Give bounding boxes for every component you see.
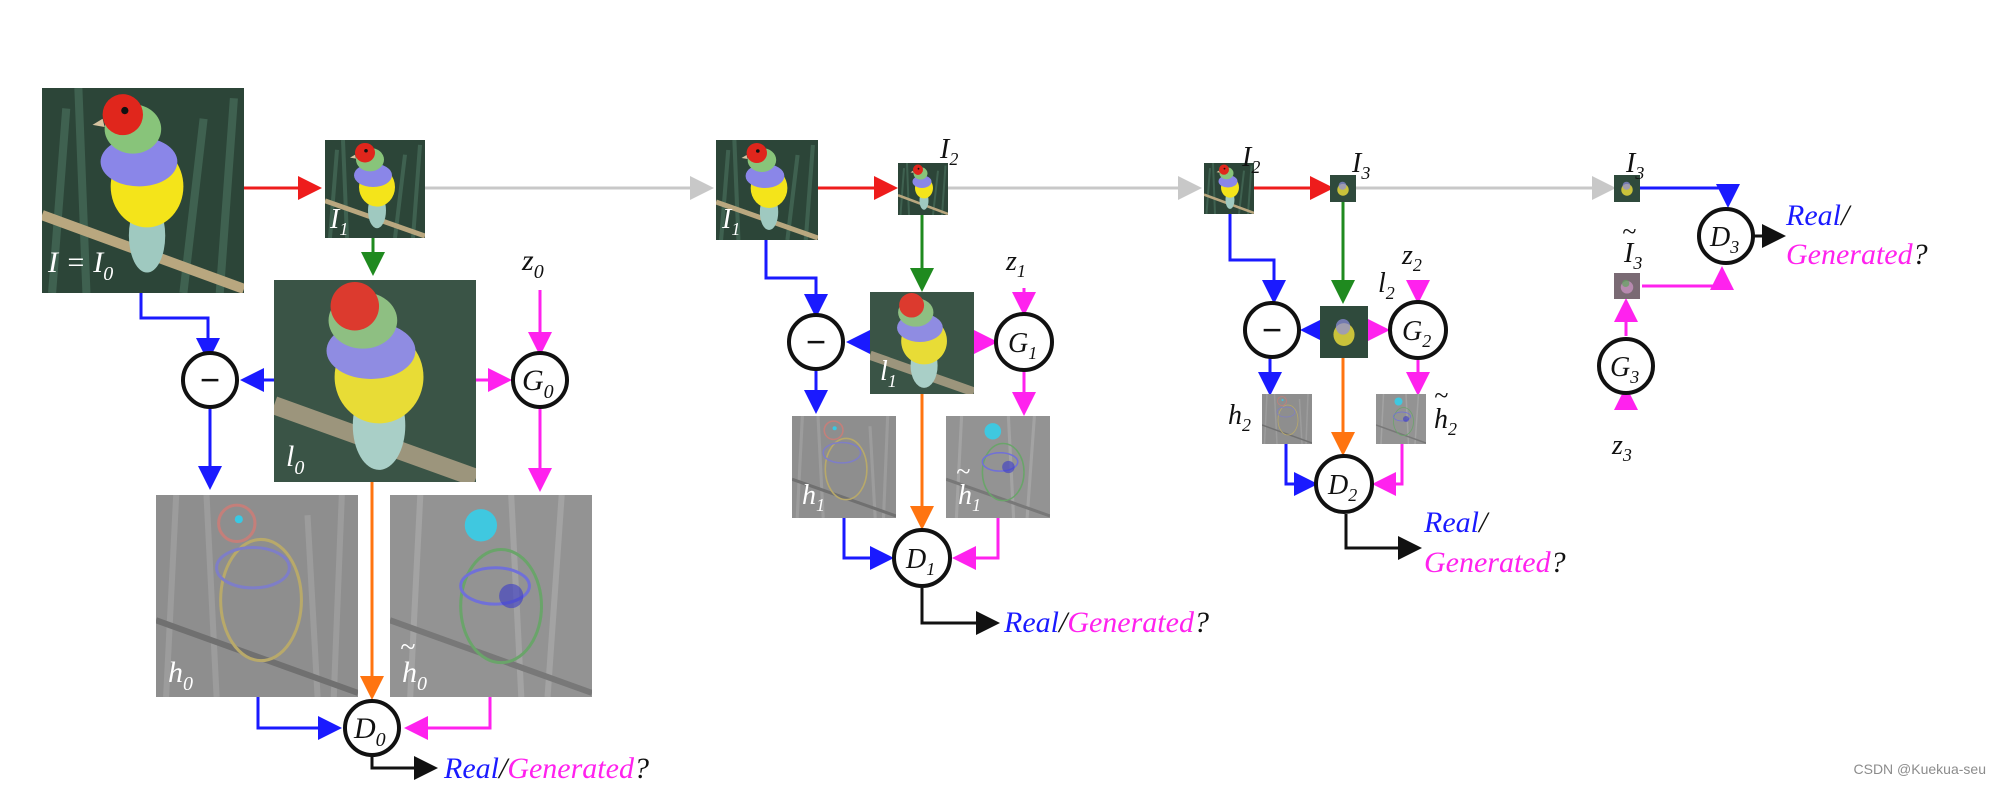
- discriminator-node-d0: [343, 699, 401, 757]
- minus-sign-0: −: [200, 360, 221, 400]
- image-h0: [156, 495, 358, 697]
- image-i2: [898, 163, 948, 215]
- label-h2: h2: [1228, 400, 1251, 435]
- output-label-2-real: Real/: [1423, 506, 1490, 539]
- label-h1: h1: [802, 480, 825, 515]
- arrow-h1tilde-to-d1: [952, 518, 1000, 570]
- label-i2: I2: [939, 134, 958, 169]
- label-d1: D1: [905, 544, 935, 579]
- images: [42, 88, 1640, 697]
- label-g1: G1: [1008, 328, 1037, 363]
- arrow-i3-to-d3: [1640, 184, 1740, 208]
- image-h2: [1262, 394, 1312, 444]
- label-h0-tilde-mark: ~: [400, 632, 415, 663]
- watermark: CSDN @Kuekua-seu: [1853, 761, 1987, 777]
- generator-node-g2: [1388, 300, 1448, 360]
- discriminator-node-d1: [892, 528, 952, 588]
- arrow-i1-to-minus1: [764, 240, 828, 318]
- minus-node-0: [181, 351, 239, 409]
- label-z1: z1: [1005, 246, 1026, 281]
- arrow-i2-to-minus2: [1228, 214, 1286, 304]
- output-label-3-real: Real/: [1785, 199, 1852, 232]
- output-label-2-generated: Generated?: [1424, 546, 1566, 579]
- discriminator-node-d2: [1314, 454, 1374, 514]
- label-d3: D3: [1709, 222, 1739, 257]
- generator-node-g1: [994, 312, 1054, 372]
- label-i3-copy: I3: [1625, 148, 1644, 183]
- output-label-3-generated: Generated?: [1786, 238, 1928, 271]
- label-d0: D0: [353, 712, 386, 751]
- arrow-h2-to-d2: [1284, 444, 1318, 496]
- minus-sign-2: −: [1262, 310, 1283, 350]
- label-l1: l1: [880, 356, 897, 391]
- arrows: [139, 176, 1786, 780]
- minus-node-2: [1243, 301, 1301, 359]
- minus-sign-1: −: [806, 322, 827, 362]
- image-i3-tilde: [1614, 273, 1640, 299]
- label-h2-tilde: h2: [1434, 404, 1457, 439]
- arrow-h0-to-d0: [256, 697, 342, 740]
- label-g3: G3: [1610, 352, 1639, 387]
- nodes: [181, 207, 1755, 757]
- label-h1-tilde-mark: ~: [956, 457, 970, 486]
- generator-node-g0: [511, 351, 569, 409]
- label-i1-copy: I1: [721, 204, 740, 239]
- label-i2-copy: I2: [1241, 142, 1260, 177]
- image-h0-tilde: [390, 495, 592, 697]
- image-h2-tilde: [1376, 394, 1426, 444]
- label-d2: D2: [1327, 470, 1357, 505]
- label-i1: I1: [329, 204, 348, 239]
- arrow-h1-to-d1: [842, 518, 894, 570]
- labels: − − − I = I0 I1 I1 l0 z0 G0 h0 ~ h0 D0 R…: [47, 134, 1928, 785]
- label-h0: h0: [168, 656, 193, 695]
- arrow-h0tilde-to-d0: [404, 697, 492, 740]
- label-i0: I = I0: [47, 246, 113, 285]
- image-i3: [1330, 175, 1356, 202]
- discriminator-node-d3: [1697, 207, 1755, 265]
- label-z3: z3: [1611, 430, 1632, 465]
- label-i3-tilde-mark: ~: [1622, 217, 1636, 246]
- label-i3: I3: [1351, 148, 1370, 183]
- label-h2-tilde-mark: ~: [1434, 381, 1448, 410]
- output-label-0: Real/Generated?: [443, 752, 649, 785]
- label-z2: z2: [1401, 240, 1422, 275]
- label-h0-tilde: h0: [402, 656, 427, 695]
- label-h1-tilde: h1: [958, 480, 981, 515]
- arrow-i3tilde-to-d3: [1642, 266, 1734, 290]
- arrow-h2tilde-to-d2: [1372, 444, 1404, 496]
- label-g2: G2: [1402, 316, 1431, 351]
- label-l0: l0: [286, 440, 304, 479]
- image-l2: [1320, 306, 1368, 358]
- arrow-d0-out: [370, 755, 438, 780]
- label-z0: z0: [521, 244, 544, 283]
- label-i3-tilde: I3: [1623, 238, 1642, 273]
- arrow-d1-out: [920, 588, 1000, 635]
- output-label-1: Real/Generated?: [1003, 606, 1209, 639]
- label-g0: G0: [522, 364, 554, 403]
- generator-node-g3: [1597, 337, 1655, 395]
- image-l0: [274, 280, 476, 482]
- label-l2: l2: [1378, 268, 1395, 303]
- arrow-i0-to-minus0: [139, 293, 220, 362]
- arrow-d2-out: [1344, 514, 1422, 560]
- minus-node-1: [787, 313, 845, 371]
